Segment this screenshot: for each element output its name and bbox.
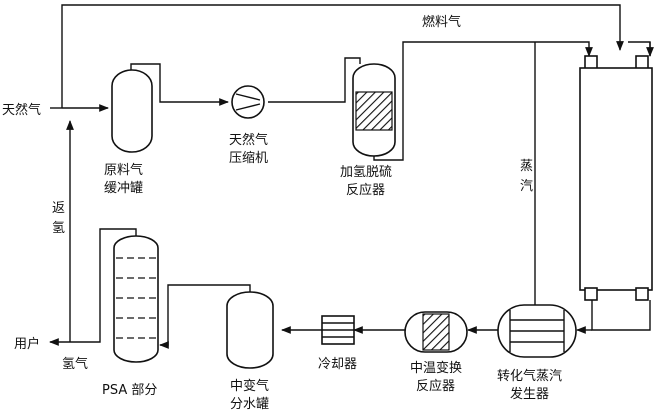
buffer-to-compressor-line [130,63,229,106]
separator-label-line1: 中变气 [230,378,269,394]
compressor-label-line1: 天然气 [229,132,268,148]
hds-label-line1: 加氢脱硫 [340,165,392,180]
natural-gas-compressor [231,85,265,119]
return-hydrogen-label-line2: 氢 [52,221,65,236]
compressor-to-hds-line [268,57,361,103]
reformed-gas-steam-generator [497,304,577,358]
mts-label-line2: 反应器 [416,378,455,394]
reformer-outlet-line [591,300,651,331]
separator-label-line2: 分水罐 [230,397,269,412]
fuel-gas-branch-line [628,41,651,56]
return-hydrogen-label-line1: 返 [52,201,65,216]
medium-temp-shift-reactor [404,311,468,353]
user-label: 用户 [14,336,40,352]
hydrogen-label: 氢气 [62,356,88,372]
psa-column [113,235,159,363]
hds-label-line2: 反应器 [346,182,385,198]
steam-label-line2: 汽 [520,179,533,194]
feed-buffer-label-line1: 原料气 [104,162,143,178]
cooler [321,315,355,345]
feed-gas-buffer-tank [111,69,153,153]
psa-to-hydrogen-line [70,228,137,343]
shift-gas-water-separator [226,291,274,369]
psa-label: PSA 部分 [102,383,157,398]
steam-label-line1: 蒸 [520,159,533,174]
mts-label-line1: 中温变换 [410,360,462,376]
fuel-gas-label: 燃料气 [422,14,461,30]
steam-generator-label-line2: 发生器 [510,386,549,402]
natural-gas-label: 天然气 [2,102,41,118]
compressor-label-line2: 压缩机 [229,150,268,166]
natural-gas-bypass-line [61,4,624,108]
separator-to-psa-line [159,284,251,349]
hds-to-reformer-line [373,41,593,161]
feed-buffer-label-line2: 缓冲罐 [104,181,143,196]
hydrodesulfurization-reactor [352,63,396,157]
steam-generator-label-line1: 转化气蒸汽 [497,368,562,384]
steam-reformer-furnace [579,55,653,301]
cooler-label: 冷却器 [318,357,357,372]
